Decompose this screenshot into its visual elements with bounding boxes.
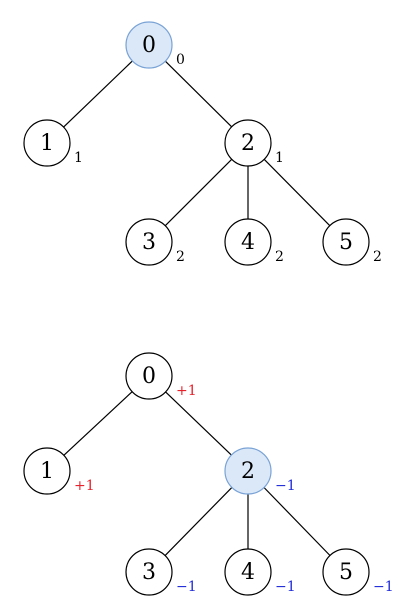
edge-top-2-3 xyxy=(164,158,233,227)
node-label-bottom-1: 1 xyxy=(40,459,54,484)
node-label-top-2: 2 xyxy=(241,131,255,156)
node-circle-top-1 xyxy=(23,119,71,167)
node-top-5: 52 xyxy=(322,218,382,266)
node-bottom-2: 2 −1 xyxy=(224,447,296,495)
edge-bottom-0-1 xyxy=(63,391,133,456)
node-annotation-bottom-3: −1 xyxy=(176,579,197,595)
node-annotation-top-2: 1 xyxy=(275,150,284,166)
edge-bottom-2-3 xyxy=(164,487,233,556)
node-top-4: 42 xyxy=(224,218,284,266)
node-label-top-5: 5 xyxy=(339,230,353,255)
node-annotation-bottom-5: −1 xyxy=(373,579,394,595)
node-bottom-4: 4 −1 xyxy=(224,548,296,596)
node-label-bottom-3: 3 xyxy=(142,560,156,585)
node-annotation-bottom-0: +1 xyxy=(176,383,197,399)
edge-top-0-1 xyxy=(63,60,133,128)
edge-top-2-5 xyxy=(263,158,331,227)
node-label-bottom-5: 5 xyxy=(339,560,353,585)
node-top-2: 21 xyxy=(224,119,284,167)
node-label-top-1: 1 xyxy=(40,131,54,156)
node-bottom-3: 3 −1 xyxy=(125,548,197,596)
node-bottom-1: 1 +1 xyxy=(23,447,95,495)
node-label-top-4: 4 xyxy=(241,230,255,255)
node-circle-top-3 xyxy=(125,218,173,266)
node-circle-bottom-2 xyxy=(224,447,272,495)
node-circle-bottom-5 xyxy=(322,548,370,596)
node-circle-top-2 xyxy=(224,119,272,167)
node-annotation-bottom-2: −1 xyxy=(275,478,296,494)
node-annotation-top-3: 2 xyxy=(176,249,185,265)
node-circle-bottom-0 xyxy=(125,352,173,400)
node-circle-top-0 xyxy=(125,21,173,69)
node-circle-top-4 xyxy=(224,218,272,266)
edge-bottom-2-5 xyxy=(263,487,331,556)
node-annotation-top-1: 1 xyxy=(74,150,83,166)
node-top-3: 32 xyxy=(125,218,185,266)
node-circle-top-5 xyxy=(322,218,370,266)
tree-bottom: 0 +1 1 +1 2 −1 3 −1 4 −1 5 −1 xyxy=(23,352,394,596)
node-label-top-3: 3 xyxy=(142,230,156,255)
node-circle-bottom-3 xyxy=(125,548,173,596)
node-circle-bottom-4 xyxy=(224,548,272,596)
node-top-0: 00 xyxy=(125,21,185,69)
node-top-1: 11 xyxy=(23,119,83,167)
node-label-bottom-4: 4 xyxy=(241,560,255,585)
node-annotation-bottom-1: +1 xyxy=(74,478,95,494)
node-annotation-top-0: 0 xyxy=(176,52,185,68)
node-label-bottom-0: 0 xyxy=(142,364,156,389)
edge-top-0-2 xyxy=(164,60,233,128)
edge-bottom-0-2 xyxy=(165,391,232,456)
node-label-top-0: 0 xyxy=(142,33,156,58)
node-bottom-5: 5 −1 xyxy=(322,548,394,596)
node-annotation-top-5: 2 xyxy=(373,249,382,265)
node-annotation-top-4: 2 xyxy=(275,249,284,265)
node-label-bottom-2: 2 xyxy=(241,459,255,484)
node-annotation-bottom-4: −1 xyxy=(275,579,296,595)
node-circle-bottom-1 xyxy=(23,447,71,495)
node-bottom-0: 0 +1 xyxy=(125,352,197,400)
